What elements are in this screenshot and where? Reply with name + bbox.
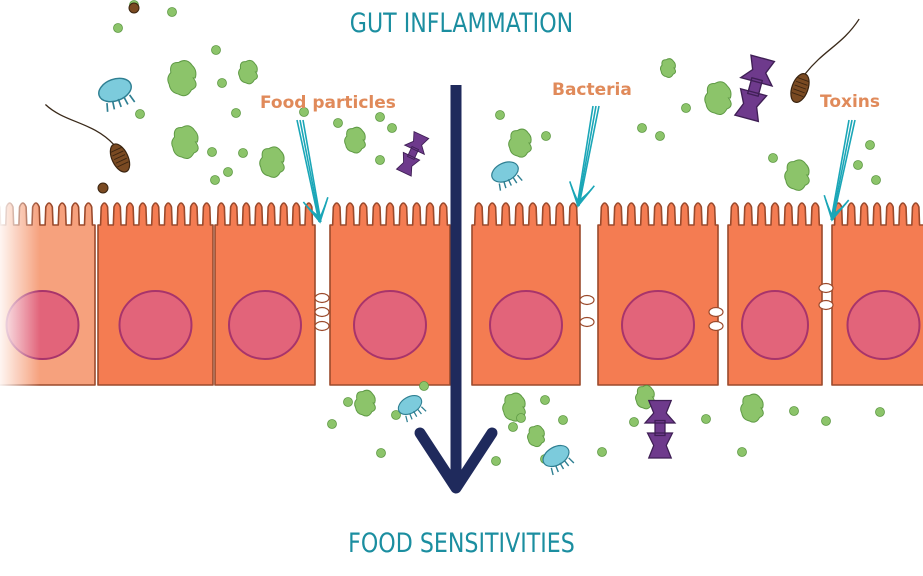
food-particle-dot bbox=[211, 45, 221, 55]
food-particle-dot bbox=[516, 413, 526, 423]
food-particle bbox=[354, 389, 376, 417]
label-toxins: Toxins bbox=[820, 92, 881, 112]
food-particle-dot bbox=[821, 416, 831, 426]
toxin-molecule bbox=[395, 130, 430, 177]
main-down-arrow bbox=[414, 85, 498, 494]
left-fade bbox=[0, 190, 40, 410]
food-particle-dot bbox=[655, 131, 665, 141]
food-particle-dot bbox=[207, 147, 217, 157]
food-particle-dot bbox=[629, 417, 639, 427]
food-particle-dot bbox=[167, 7, 177, 17]
food-particle bbox=[704, 81, 732, 116]
food-particle bbox=[259, 146, 285, 178]
epithelial-cells bbox=[0, 202, 923, 386]
cell-nucleus bbox=[846, 290, 921, 360]
label-bacteria: Bacteria bbox=[552, 80, 632, 100]
tight-junction-gap bbox=[579, 294, 595, 306]
food-particle-dot bbox=[375, 112, 385, 122]
toxin-molecule bbox=[733, 54, 776, 123]
tight-junction-gap bbox=[818, 299, 834, 311]
pointer-arrows bbox=[296, 105, 856, 224]
food-particle-dot bbox=[217, 78, 227, 88]
tight-junction-gap bbox=[314, 306, 330, 318]
food-particle-dot bbox=[391, 410, 401, 420]
food-particle bbox=[167, 60, 197, 97]
food-particle-dot bbox=[789, 406, 799, 416]
cell-nucleus bbox=[118, 290, 193, 360]
cell-nucleus bbox=[489, 290, 563, 360]
cell-nucleus bbox=[228, 290, 302, 360]
food-particle-dot bbox=[387, 123, 397, 133]
food-particle bbox=[238, 59, 258, 85]
pointer-arrow bbox=[296, 119, 329, 224]
brown-particle bbox=[97, 182, 109, 194]
food-particle-dot bbox=[223, 167, 233, 177]
food-particle-dot bbox=[333, 118, 343, 128]
food-particle-dot bbox=[865, 140, 875, 150]
tight-junction-gap bbox=[708, 320, 724, 332]
food-particle-dot bbox=[376, 448, 386, 458]
food-particle-dot bbox=[508, 422, 518, 432]
food-particle-dot bbox=[231, 108, 241, 118]
food-particle-dot bbox=[597, 447, 607, 457]
tight-junction-gap bbox=[314, 320, 330, 332]
food-particle-dot bbox=[558, 415, 568, 425]
food-particle-dot bbox=[491, 456, 501, 466]
food-particle-dot bbox=[875, 407, 885, 417]
blue-bacterium bbox=[98, 77, 136, 112]
food-particle-dot bbox=[135, 109, 145, 119]
tight-junction-gap bbox=[579, 316, 595, 328]
pointer-arrow bbox=[569, 105, 600, 208]
food-particle-dot bbox=[637, 123, 647, 133]
food-particle-dot bbox=[737, 447, 747, 457]
blue-bacterium bbox=[542, 444, 575, 476]
pointer-arrow bbox=[823, 119, 856, 222]
food-particle bbox=[526, 425, 545, 448]
brown-bacterium bbox=[790, 18, 860, 103]
food-particle-dot bbox=[238, 148, 248, 158]
food-particle-dot bbox=[210, 175, 220, 185]
cell-nucleus bbox=[621, 290, 695, 360]
food-particle-dot bbox=[419, 381, 429, 391]
brown-bacterium bbox=[44, 104, 131, 173]
food-particle-dot bbox=[768, 153, 778, 163]
tight-junction-gap bbox=[708, 306, 724, 318]
food-particle-dot bbox=[540, 395, 550, 405]
tight-junction-gap bbox=[314, 292, 330, 304]
cell-nucleus bbox=[741, 290, 809, 360]
food-particle-dot bbox=[541, 131, 551, 141]
food-particle-dot bbox=[113, 23, 123, 33]
food-particle-dot bbox=[853, 160, 863, 170]
top-title: GUT INFLAMMATION bbox=[349, 8, 574, 39]
brown-particle bbox=[128, 2, 140, 14]
food-particle-dot bbox=[343, 397, 353, 407]
food-particle-dot bbox=[375, 155, 385, 165]
blue-bacterium bbox=[397, 395, 427, 423]
particles-layer bbox=[44, 0, 885, 476]
food-particle bbox=[171, 125, 199, 160]
food-particle-dot bbox=[299, 107, 309, 117]
toxin-molecule bbox=[643, 399, 677, 459]
bottom-title: FOOD SENSITIVITIES bbox=[348, 528, 575, 559]
tight-junction-gap bbox=[818, 282, 834, 294]
food-particle bbox=[740, 393, 764, 423]
blue-bacterium bbox=[491, 161, 523, 191]
food-particle-dot bbox=[871, 175, 881, 185]
label-food-particles: Food particles bbox=[260, 93, 396, 113]
food-particle bbox=[784, 159, 810, 191]
food-particle bbox=[659, 58, 677, 78]
food-particle-dot bbox=[327, 419, 337, 429]
cell-nucleus bbox=[353, 290, 427, 360]
food-particle bbox=[508, 128, 532, 158]
food-particle-dot bbox=[495, 110, 505, 120]
food-particle bbox=[344, 126, 366, 154]
food-particle-dot bbox=[701, 414, 711, 424]
food-particle-dot bbox=[681, 103, 691, 113]
